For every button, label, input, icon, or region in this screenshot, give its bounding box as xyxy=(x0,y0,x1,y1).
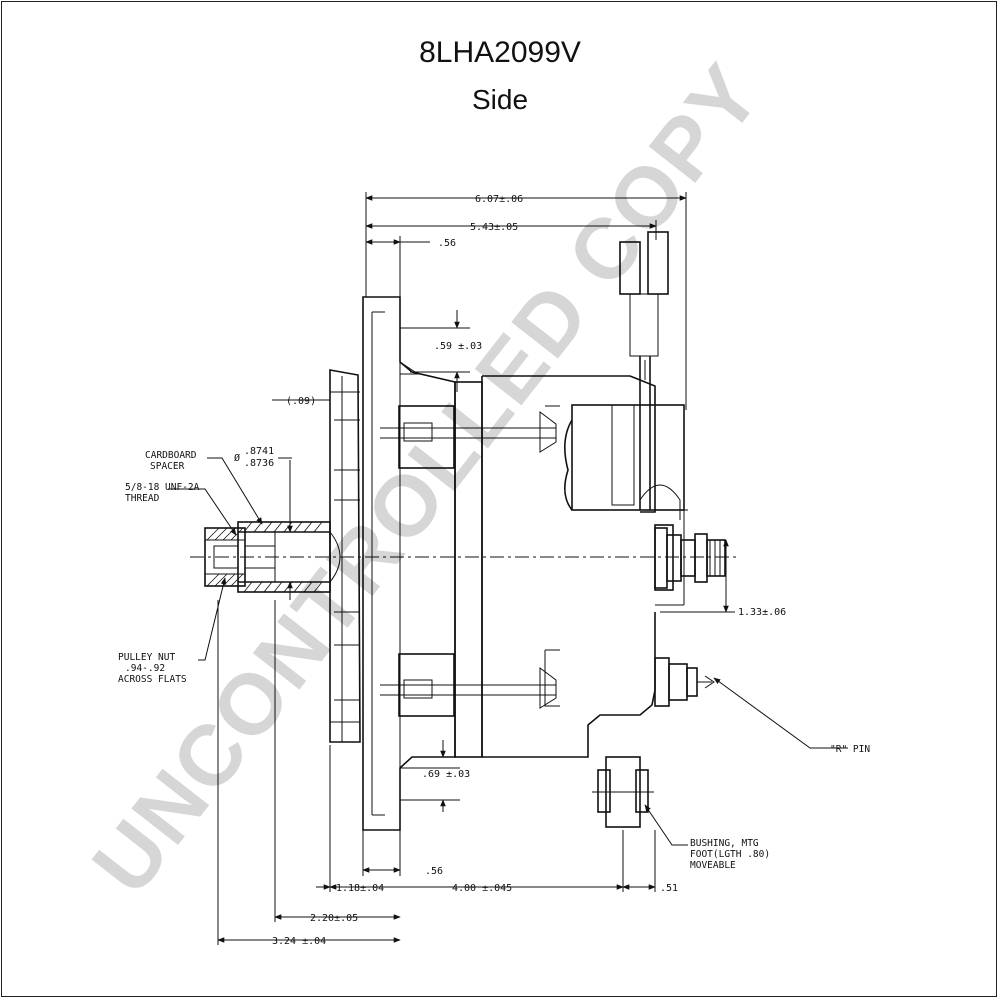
callout-pulley-nut-line2: .94-.92 xyxy=(125,663,165,674)
fan xyxy=(329,369,361,743)
callout-thread-line1: 5/8-18 UNF-2A xyxy=(125,482,200,493)
dim-ear-spacing: 4.00 ±.045 xyxy=(452,883,512,894)
shaft-assembly xyxy=(204,521,341,593)
leader-lines xyxy=(168,457,848,846)
dim-front-length: 2.20±.05 xyxy=(310,913,358,924)
dim-shaft-diameter-min: .8736 xyxy=(244,458,274,469)
dim-bottom-offset: .56 xyxy=(425,866,443,877)
dim-upper-ear: .59 ±.03 xyxy=(434,341,482,352)
through-bolts xyxy=(380,405,557,717)
diameter-symbol: Ø xyxy=(234,452,240,464)
callout-pulley-nut-line1: PULLEY NUT xyxy=(118,652,175,663)
callout-pulley-nut-line3: ACROSS FLATS xyxy=(118,674,187,685)
dim-top-offset: .56 xyxy=(438,238,456,249)
connector-plug xyxy=(619,231,669,510)
callout-bushing-line2: FOOT(LGTH .80) xyxy=(690,849,770,860)
dim-shaft-diameter-max: .8741 xyxy=(244,446,274,457)
dim-rear-offset: .51 xyxy=(660,883,678,894)
uncontrolled-copy-watermark: UNCONTROLLED COPY xyxy=(74,46,779,911)
callout-thread-line2: THREAD xyxy=(125,493,160,504)
view-title: Side xyxy=(471,84,529,115)
dim-shaft-length: 3.24 ±.04 xyxy=(272,936,326,947)
dim-output-offset: 1.33±.06 xyxy=(738,607,786,618)
dim-body-length: 5.43±.05 xyxy=(470,222,518,233)
callout-bushing-line1: BUSHING, MTG xyxy=(690,838,759,849)
dim-shaft-extension: (.09) xyxy=(286,396,316,407)
callout-bushing-line3: MOVEABLE xyxy=(690,860,736,871)
dim-overall-length: 6.07±.06 xyxy=(475,194,523,205)
mounting-foot xyxy=(592,756,654,828)
part-number-title: 8LHA2099V xyxy=(419,36,581,69)
dim-lower-ear: .69 ±.03 xyxy=(422,769,470,780)
callout-cardboard-spacer-line1: CARDBOARD xyxy=(145,450,197,461)
r-pin-terminal xyxy=(654,657,715,707)
callout-cardboard-spacer-line2: SPACER xyxy=(150,461,185,472)
output-terminal xyxy=(654,527,726,589)
dim-front-to-ear: 1.18±.04 xyxy=(336,883,384,894)
regulator xyxy=(564,404,688,606)
callout-r-pin: "R" PIN xyxy=(830,744,870,755)
rear-housing xyxy=(481,375,656,758)
dimension-lines xyxy=(217,192,735,945)
